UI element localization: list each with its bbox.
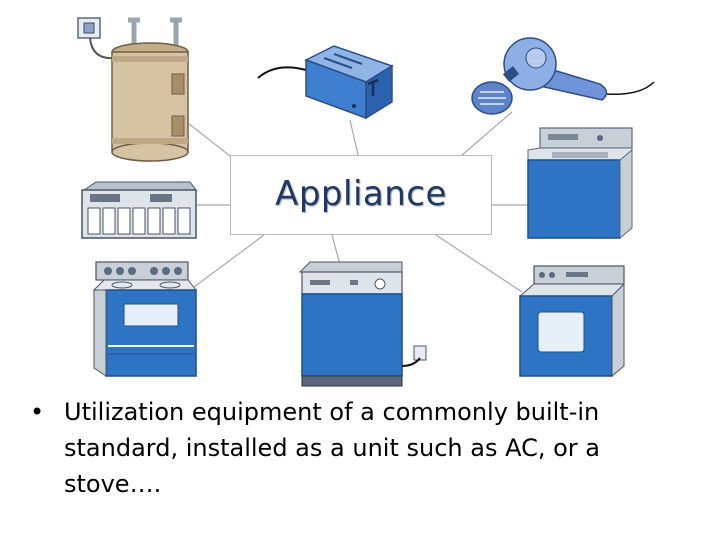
electric-range-icon <box>94 262 196 376</box>
clothes-dryer-icon <box>520 266 624 376</box>
bullet-text: Utilization equipment of a commonly buil… <box>64 394 674 502</box>
bullet-marker: • <box>30 394 44 430</box>
connector-line <box>190 235 264 290</box>
connector-line <box>462 112 512 155</box>
toaster-icon <box>258 46 392 118</box>
dishwasher-icon <box>300 262 426 386</box>
range-hood-icon <box>82 182 196 238</box>
connector-line <box>184 120 230 156</box>
washing-machine-icon <box>528 128 632 238</box>
connector-line <box>332 235 340 265</box>
center-label: Appliance <box>230 174 492 214</box>
connector-line <box>436 235 522 292</box>
connector-line <box>350 120 358 155</box>
hair-dryer-icon <box>472 38 654 114</box>
water-heater-icon <box>78 18 188 161</box>
